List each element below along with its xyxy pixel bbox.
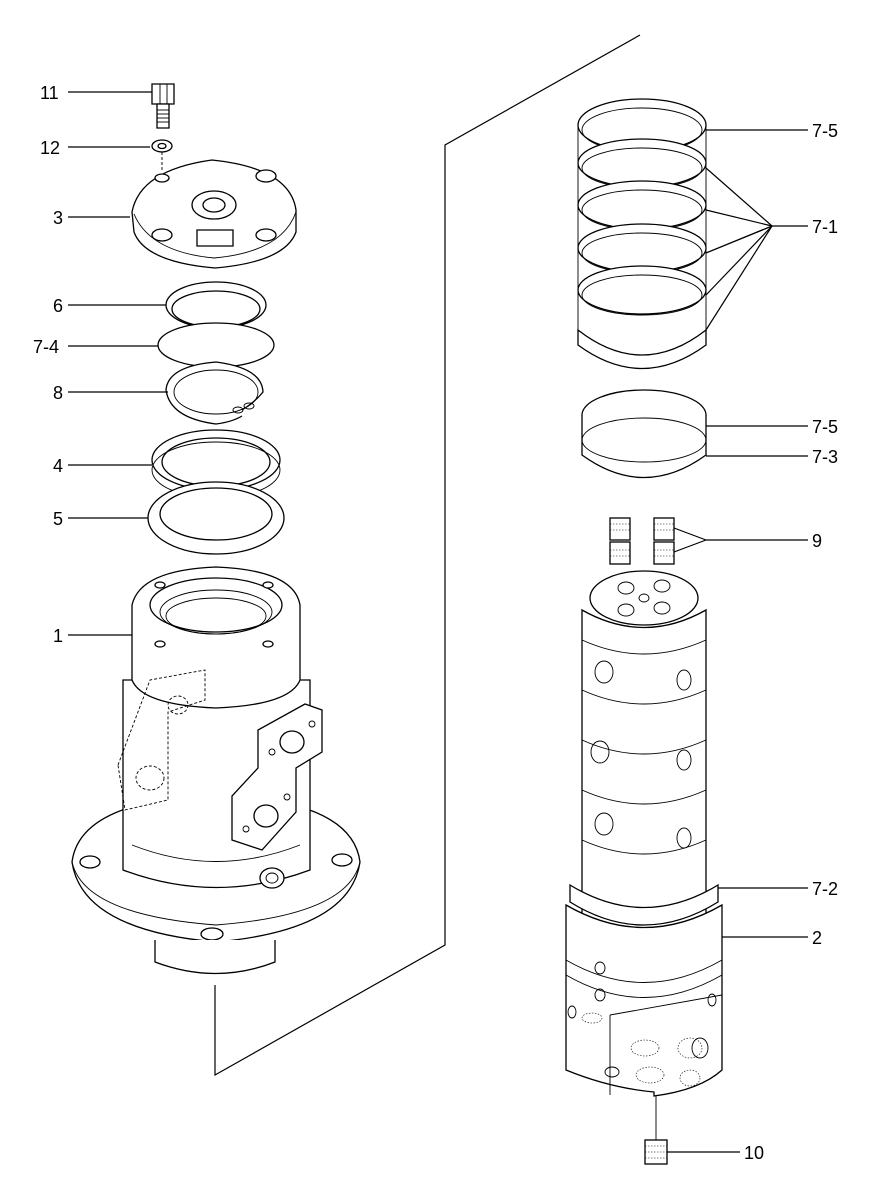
part-5-backup-ring: [147, 481, 285, 555]
callout-3: 3: [53, 208, 63, 228]
part-7-3-ring: [581, 389, 707, 479]
callout-6: 6: [53, 296, 63, 316]
callout-5: 5: [53, 509, 63, 529]
callout-7-5-bottom: 7-5: [812, 417, 838, 437]
part-8-retaining-ring: [165, 361, 264, 425]
leader-lines: [68, 91, 808, 1153]
part-1-body: [71, 566, 361, 975]
callout-1: 1: [53, 626, 63, 646]
part-4-seal-ring: [151, 429, 281, 499]
callout-7-2: 7-2: [812, 879, 838, 899]
callout-7-3: 7-3: [812, 447, 838, 467]
part-12-washer: [151, 139, 173, 170]
callout-7-1: 7-1: [812, 217, 838, 237]
part-2-stem: [565, 570, 723, 1140]
assembly-center-line: [214, 34, 641, 1077]
callout-9: 9: [812, 531, 822, 551]
callout-7-4: 7-4: [33, 337, 59, 357]
callout-12: 12: [40, 138, 60, 158]
part-3-cover: [131, 159, 297, 269]
part-10-plug: [644, 1139, 668, 1165]
callout-10: 10: [744, 1143, 764, 1163]
callout-4: 4: [53, 456, 63, 476]
part-7-1-seal-stack: [577, 98, 707, 370]
part-11-bolt: [151, 83, 175, 129]
part-7-4-ring: [157, 322, 275, 368]
callout-2: 2: [812, 928, 822, 948]
callout-11: 11: [40, 83, 59, 103]
callout-8: 8: [53, 383, 63, 403]
callout-7-5-top: 7-5: [812, 121, 838, 141]
part-9-plugs: [609, 517, 675, 565]
part-6-o-ring: [165, 281, 267, 329]
